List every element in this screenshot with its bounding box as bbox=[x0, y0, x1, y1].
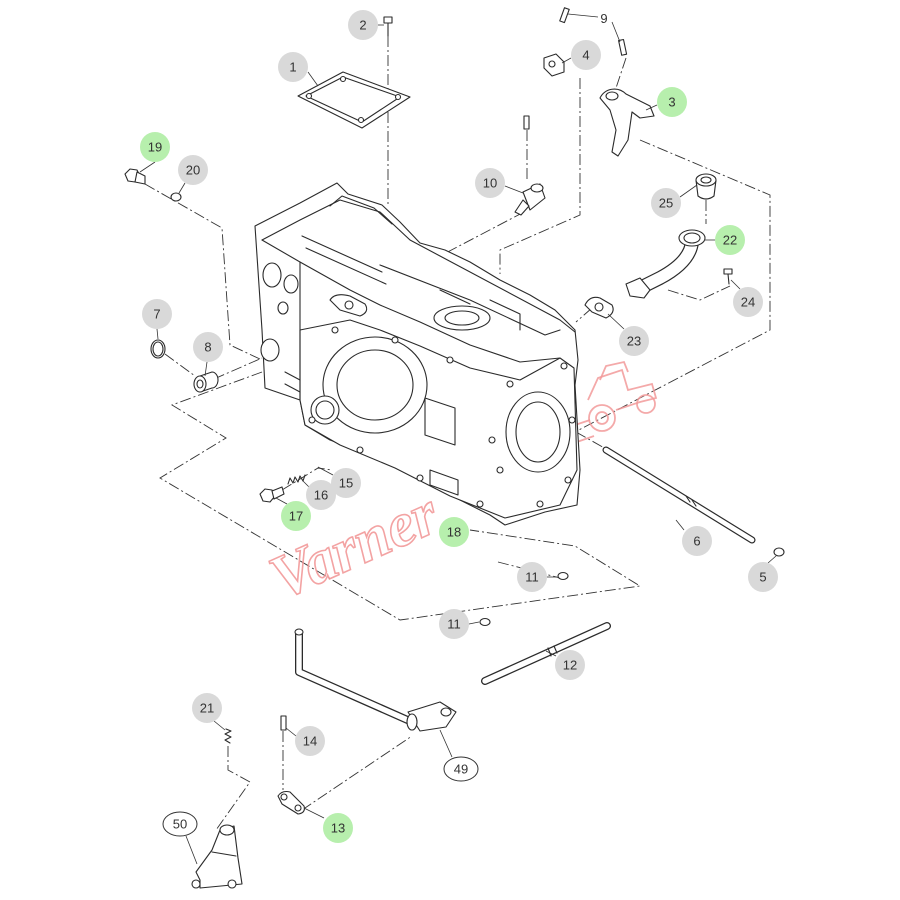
part-13-link bbox=[277, 790, 305, 815]
callout-label: 2 bbox=[359, 18, 366, 33]
callout-20[interactable]: 20 bbox=[178, 155, 208, 185]
callout-label: 3 bbox=[668, 95, 675, 110]
callout-23[interactable]: 23 bbox=[619, 326, 649, 356]
part-18-transmission-case bbox=[254, 182, 581, 526]
part-8-bushing bbox=[193, 371, 219, 393]
part-23-gasket bbox=[584, 296, 614, 319]
callout-label: 10 bbox=[483, 176, 497, 191]
part-1-cover-plate bbox=[297, 71, 411, 129]
callout-7[interactable]: 7 bbox=[142, 299, 172, 329]
callout-label: 13 bbox=[331, 821, 345, 836]
part-24-bolt bbox=[723, 268, 733, 285]
callout-label: 16 bbox=[314, 488, 328, 503]
callout-50[interactable]: 50 bbox=[162, 811, 198, 837]
part-5-snap-ring bbox=[773, 547, 785, 557]
callout-49[interactable]: 49 bbox=[443, 756, 479, 782]
callout-label: 15 bbox=[339, 476, 353, 491]
callout-label: 4 bbox=[582, 48, 589, 63]
callout-label: 21 bbox=[200, 701, 214, 716]
callouts: 1 2 3 4 5 6 7 8 9 10 11 11 12 13 14 15 1… bbox=[140, 10, 778, 843]
part-19-bolt bbox=[124, 168, 146, 185]
callout-18[interactable]: 18 bbox=[439, 517, 469, 547]
callout-12[interactable]: 12 bbox=[555, 650, 585, 680]
part-11-o-ring-upper bbox=[557, 571, 569, 581]
callout-label: 20 bbox=[186, 163, 200, 178]
callout-21[interactable]: 21 bbox=[192, 693, 222, 723]
callout-15[interactable]: 15 bbox=[331, 468, 361, 498]
part-6-shaft bbox=[602, 446, 756, 544]
callout-11-lower[interactable]: 11 bbox=[439, 609, 469, 639]
callout-label: 22 bbox=[723, 233, 737, 248]
part-7-o-ring bbox=[150, 339, 166, 359]
callout-label: 25 bbox=[659, 196, 673, 211]
callout-label: 17 bbox=[289, 509, 303, 524]
callout-label: 19 bbox=[148, 140, 162, 155]
callout-label: 5 bbox=[759, 570, 766, 585]
callout-label: 8 bbox=[204, 340, 211, 355]
callout-22[interactable]: 22 bbox=[715, 225, 745, 255]
part-9-pins bbox=[559, 7, 628, 56]
callout-label: 50 bbox=[173, 817, 187, 832]
part-50-bracket bbox=[191, 824, 243, 889]
callout-6[interactable]: 6 bbox=[682, 526, 712, 556]
callout-9[interactable]: 9 bbox=[600, 11, 607, 26]
callout-leaders bbox=[139, 13, 777, 865]
callout-label: 12 bbox=[563, 658, 577, 673]
callout-label: 6 bbox=[693, 534, 700, 549]
part-11-o-ring-lower bbox=[479, 617, 491, 627]
callout-14[interactable]: 14 bbox=[295, 726, 325, 756]
callout-11-upper[interactable]: 11 bbox=[517, 562, 547, 592]
callout-8[interactable]: 8 bbox=[193, 332, 223, 362]
part-49-lever bbox=[294, 628, 457, 732]
callout-label: 1 bbox=[289, 60, 296, 75]
callout-13[interactable]: 13 bbox=[323, 813, 353, 843]
part-3-shift-fork bbox=[599, 88, 655, 157]
part-25-cap bbox=[695, 173, 717, 200]
part-4-block bbox=[543, 53, 565, 77]
callout-label: 11 bbox=[525, 570, 539, 585]
part-2-screw bbox=[383, 16, 393, 37]
callout-label: 18 bbox=[447, 525, 461, 540]
callout-4[interactable]: 4 bbox=[571, 40, 601, 70]
part-14-pin bbox=[280, 715, 287, 731]
callout-16[interactable]: 16 bbox=[306, 480, 336, 510]
callout-label: 23 bbox=[627, 334, 641, 349]
callout-label: 14 bbox=[303, 734, 317, 749]
callout-label: 49 bbox=[454, 762, 468, 777]
callout-17[interactable]: 17 bbox=[281, 501, 311, 531]
callout-5[interactable]: 5 bbox=[748, 562, 778, 592]
callout-1[interactable]: 1 bbox=[278, 52, 308, 82]
part-17-plug bbox=[259, 486, 285, 503]
part-20-washer bbox=[170, 192, 182, 202]
callout-label: 11 bbox=[447, 617, 461, 632]
callout-25[interactable]: 25 bbox=[651, 188, 681, 218]
part-12-shaft bbox=[481, 622, 611, 685]
part-21-spring bbox=[224, 728, 232, 744]
callout-2[interactable]: 2 bbox=[348, 10, 378, 40]
callout-24[interactable]: 24 bbox=[733, 287, 763, 317]
callout-3[interactable]: 3 bbox=[657, 87, 687, 117]
part-16-spring bbox=[287, 474, 306, 485]
part-22-filler-pipe bbox=[625, 229, 706, 299]
part-10-shift-arm bbox=[514, 115, 546, 216]
callout-19[interactable]: 19 bbox=[140, 132, 170, 162]
callout-label: 7 bbox=[153, 307, 160, 322]
callout-label: 9 bbox=[600, 11, 607, 26]
callout-10[interactable]: 10 bbox=[475, 168, 505, 198]
flange-bolt-holes bbox=[308, 326, 576, 508]
callout-label: 24 bbox=[741, 295, 755, 310]
